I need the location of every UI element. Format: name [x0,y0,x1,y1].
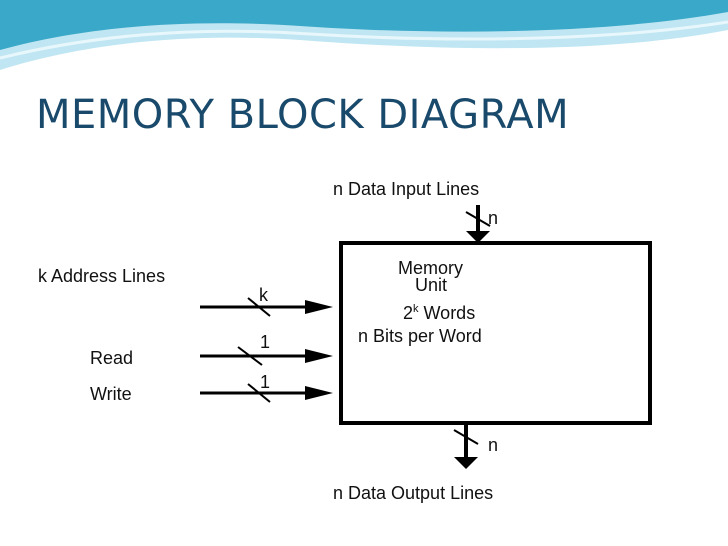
words-base: 2 [403,303,414,323]
address-bus-arrowhead [305,300,333,314]
input-bus-slash [465,211,491,227]
write-label: Write [90,384,132,404]
unit-label-line2: Unit [415,275,448,295]
read-arrowhead [305,349,333,363]
header-banner [0,0,728,70]
address-lines-label: k Address Lines [38,266,166,286]
write-arrowhead [305,386,333,400]
bits-per-word-label: n Bits per Word [358,326,482,346]
slide-title: MEMORY BLOCK DIAGRAM [36,92,570,138]
read-width-label: 1 [260,332,271,352]
input-bus-arrowhead [466,231,490,243]
read-line-slash [237,346,263,366]
words-suffix: Words [418,303,476,323]
input-lines-label: n Data Input Lines [333,179,480,199]
write-width-label: 1 [260,372,271,392]
output-lines-label: n Data Output Lines [333,483,494,503]
input-width-label: n [488,208,499,228]
output-width-label: n [488,435,499,455]
output-bus-slash [453,429,479,445]
write-line-slash [247,383,271,403]
unit-label-line1: Memory [398,258,464,278]
address-bus-slash [247,297,271,317]
address-width-label: k [259,285,268,305]
banner-wave-highlight [0,20,728,60]
words-exponent: k [413,303,419,315]
memory-unit-box [339,241,652,425]
words-label: 2k Words [403,303,476,323]
output-bus-arrowhead [454,457,478,469]
read-label: Read [90,348,134,368]
banner-wave-dark [0,0,728,50]
